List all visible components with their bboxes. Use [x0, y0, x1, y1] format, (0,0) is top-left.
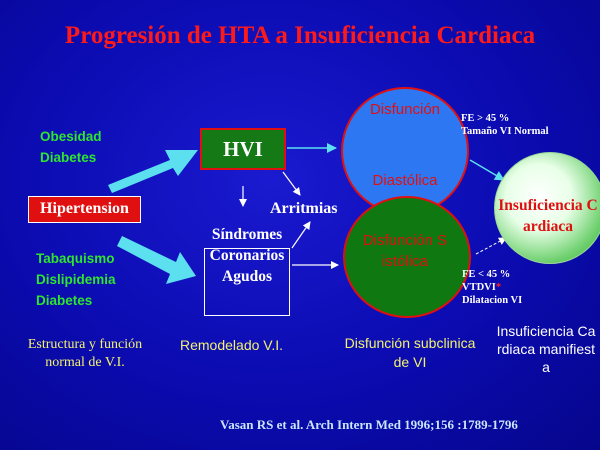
fe-low-line1: FE < 45 % — [462, 269, 511, 280]
risk-factors-tabaquismo-dislipidemia-diabetes: Tabaquismo Dislipidemia Diabetes — [36, 251, 116, 308]
asterisk-icon: * — [495, 282, 502, 293]
arrow-diastolic-to-ic — [469, 159, 505, 181]
fe-normal-note: FE > 45 % Tamaño VI Normal — [461, 112, 581, 138]
sindromes-coronarios-box — [204, 248, 290, 316]
systolic-label: Disfunción Sistólica — [362, 232, 448, 270]
diastolic-label-top: Disfunción — [369, 101, 441, 118]
sindromes-coronarios-label: Síndromes Coronarios Agudos — [209, 226, 285, 285]
heart-failure-circle — [494, 152, 600, 264]
heart-failure-label: Insuficiencia Cardiaca — [498, 197, 598, 235]
arrow-tabaquismo-to-sindromes — [117, 236, 196, 284]
stage-subclinica: Disfunción subclinica de VI — [344, 335, 476, 370]
fe-normal-line2: Tamaño VI Normal — [461, 126, 549, 137]
arrow-obesidad-to-hvi — [108, 150, 198, 193]
stage-remodelado: Remodelado V.I. — [180, 337, 283, 353]
fe-low-line2-text: VTDVI — [462, 282, 496, 293]
arrow-systolic-to-ic — [475, 237, 507, 255]
fe-low-line3: Dilatacion VI — [462, 295, 523, 306]
risk-factors-obesidad-diabetes: Obesidad Diabetes — [40, 129, 102, 165]
stage-manifiesta: Insuficiencia Cardiaca manifiesta — [496, 323, 596, 375]
fe-low-note: FE < 45 % VTDVI* Dilatacion VI — [462, 268, 562, 307]
diastolic-dysfunction-circle — [341, 87, 469, 215]
fe-normal-line1: FE > 45 % — [461, 113, 510, 124]
arrow-hvi-to-arritmias — [282, 171, 301, 196]
hipertension-box: Hipertension — [28, 196, 141, 223]
stage-normal-structure: Estructura y función normal de V.I. — [27, 337, 143, 370]
arritmias-label: Arritmias — [270, 200, 338, 217]
systolic-dysfunction-circle — [343, 196, 471, 318]
arrow-sindromes-to-arritmias — [291, 221, 311, 249]
hvi-box: HVI — [200, 128, 286, 170]
diastolic-label-bottom: Diastólica — [372, 172, 438, 189]
citation: Vasan RS et al. Arch Intern Med 1996;156… — [220, 417, 518, 432]
fe-low-line2: VTDVI* — [462, 281, 562, 294]
slide-title: Progresión de HTA a Insuficiencia Cardia… — [64, 22, 536, 49]
